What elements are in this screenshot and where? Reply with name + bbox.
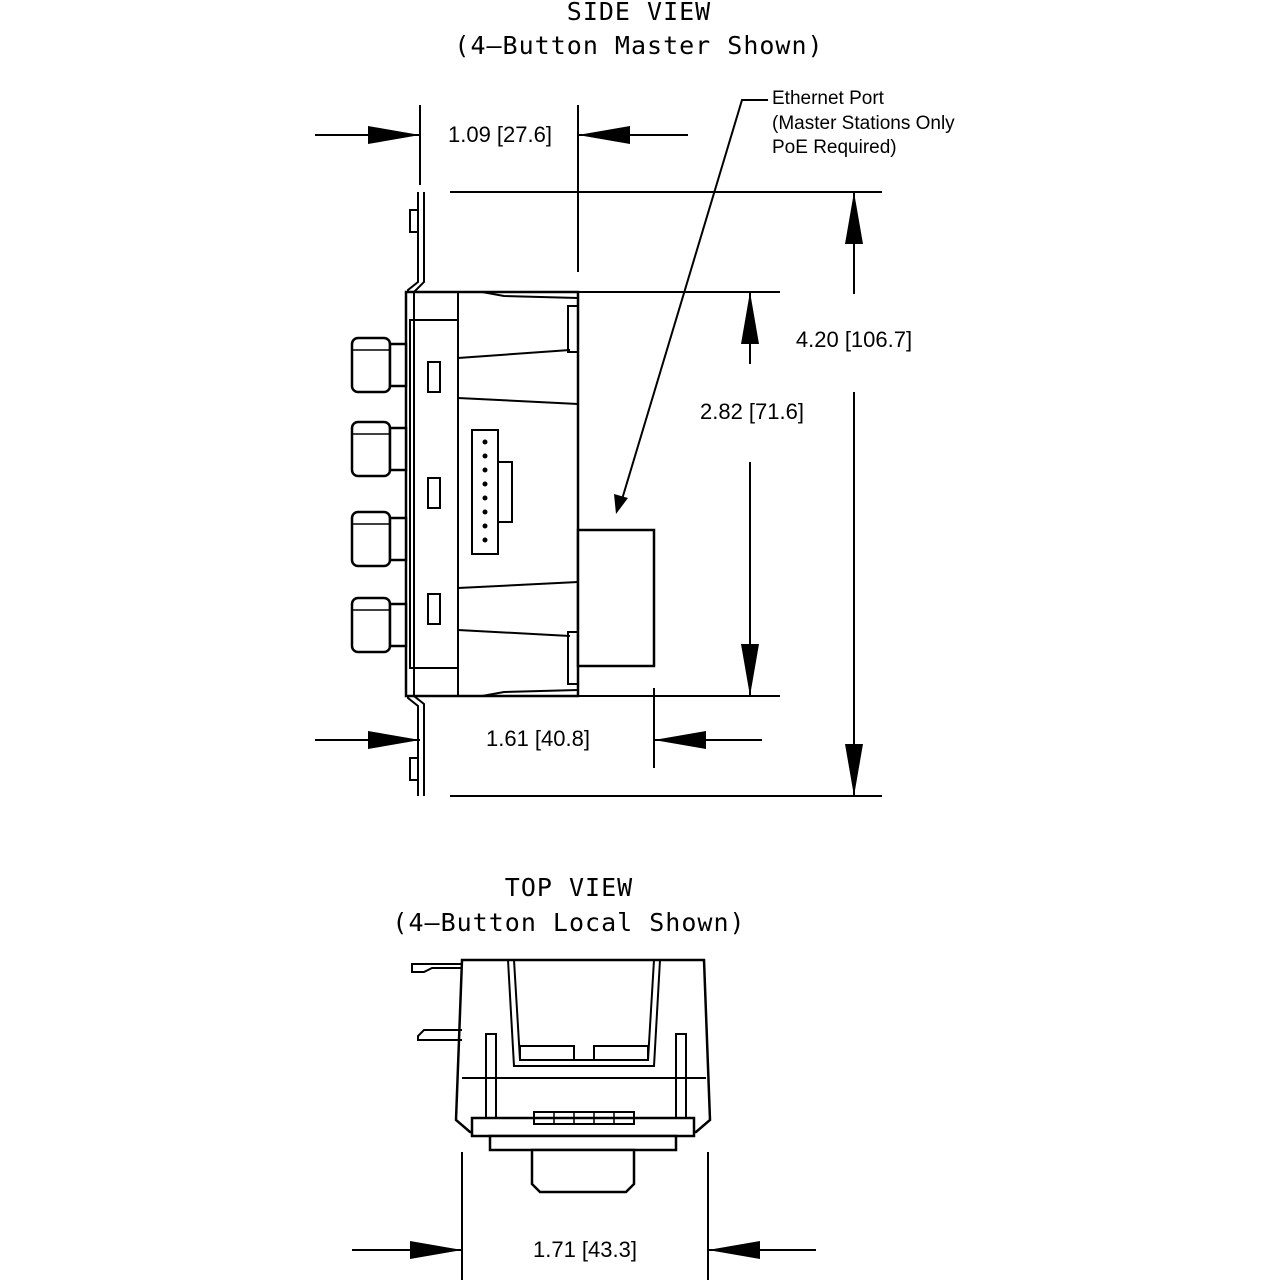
dimension-total-height: 4.20 [106.7] [450, 191, 912, 797]
push-buttons [350, 336, 408, 654]
callout-line-3: PoE Required) [772, 137, 897, 158]
dim-box-height-label: 2.82 [71.6] [700, 399, 804, 424]
dim-total-depth-label: 1.61 [40.8] [486, 726, 590, 751]
dimension-width: 1.71 [43.3] [352, 1152, 816, 1280]
dimension-front-depth: 1.09 [27.6] [315, 105, 688, 272]
dim-width-label: 1.71 [43.3] [533, 1237, 637, 1262]
dimension-box-height: 2.82 [71.6] [578, 291, 804, 697]
terminal-connector [471, 429, 513, 555]
side-view-subtitle: (4—Button Master Shown) [454, 31, 823, 60]
callout-line-1: Ethernet Port [772, 88, 885, 109]
ethernet-callout: Ethernet Port (Master Stations Only PoE … [614, 88, 955, 514]
dim-total-height-label: 4.20 [106.7] [796, 327, 912, 352]
side-view: SIDE VIEW (4—Button Master Shown) [315, 0, 955, 797]
top-view: TOP VIEW (4—Button Local Shown) [352, 873, 816, 1280]
side-view-title: SIDE VIEW [567, 0, 711, 26]
dimension-total-depth: 1.61 [40.8] [315, 688, 762, 768]
dim-front-depth-label: 1.09 [27.6] [448, 122, 552, 147]
callout-line-2: (Master Stations Only [772, 113, 955, 134]
top-housing [411, 958, 712, 1194]
top-view-title: TOP VIEW [505, 873, 633, 902]
side-housing [404, 290, 580, 698]
ethernet-port [576, 528, 656, 668]
top-view-subtitle: (4—Button Local Shown) [392, 908, 745, 937]
